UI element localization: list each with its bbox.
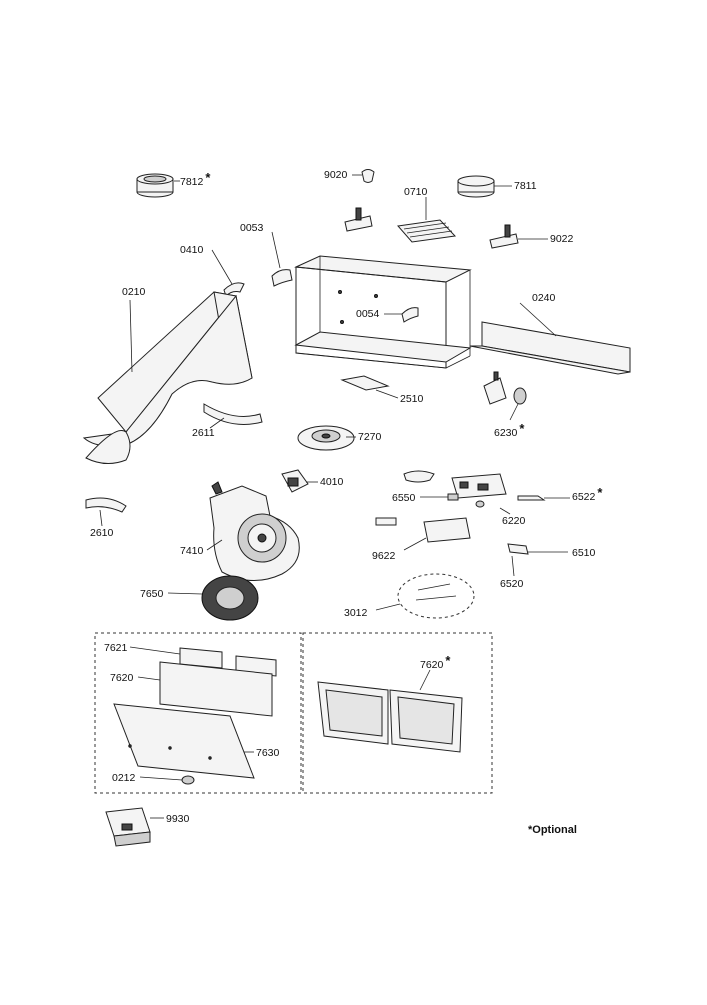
label-0212: 0212 (112, 772, 136, 784)
label-7811: 7811 (514, 180, 537, 192)
label-2610: 2610 (90, 527, 114, 539)
part-6522-lamp (517, 495, 570, 501)
label-9020: 9020 (324, 169, 348, 181)
part-7812-collar (136, 173, 180, 198)
compartment-right (302, 632, 493, 794)
optional-asterisk: * (445, 653, 451, 668)
label-7650: 7650 (140, 588, 164, 600)
label-6522: 6522* (572, 485, 603, 503)
part-0240-panel (469, 302, 631, 375)
part-9020-clip (352, 169, 375, 183)
label-7620-optional: 7620* (420, 653, 451, 671)
part-9930-box (105, 807, 164, 847)
label-9622: 9622 (372, 550, 396, 562)
part-6220-module (403, 470, 511, 515)
label-0710: 0710 (404, 186, 428, 198)
label-0410: 0410 (180, 244, 204, 256)
label-0054: 0054 (356, 308, 380, 320)
part-0053-bracket (271, 231, 293, 287)
label-2510: 2510 (400, 393, 424, 405)
part-0410-clip (211, 249, 245, 297)
label-6520: 6520 (500, 578, 524, 590)
part-7620-grease-filters (317, 669, 463, 753)
part-7410-blower (206, 481, 300, 582)
part-6510-lamp (507, 543, 568, 577)
part-2611-strip (203, 403, 263, 429)
part-7650-filter (167, 575, 259, 621)
part-2610-strip (85, 497, 127, 527)
optional-legend: *Optional (528, 824, 577, 836)
label-9022: 9022 (550, 233, 574, 245)
part-9022-bracket (489, 224, 548, 249)
label-7812: 7812* (180, 170, 211, 188)
label-7621: 7621 (104, 642, 128, 654)
part-0212-screw (139, 775, 195, 785)
part-bracket-left (344, 207, 373, 232)
part-0710-grille (397, 197, 457, 243)
label-6230: 6230* (494, 421, 525, 439)
part-6230-bracket (483, 371, 527, 421)
part-9622-cable (375, 517, 471, 551)
label-6550: 6550 (392, 492, 416, 504)
part-3012-kit (375, 573, 475, 619)
label-2611: 2611 (192, 427, 215, 439)
optional-asterisk: * (205, 170, 211, 185)
part-7811-flange (457, 175, 512, 198)
part-0210-chimney (82, 291, 253, 464)
part-hood-frame (294, 255, 472, 369)
label-0240: 0240 (532, 292, 556, 304)
part-6550-switch (420, 493, 459, 501)
part-7270-disc (297, 425, 356, 451)
part-7630-cover (113, 703, 255, 779)
part-7620-carbon-pad (137, 661, 273, 717)
part-2510-plate (340, 375, 399, 399)
label-4010: 4010 (320, 476, 344, 488)
label-0053: 0053 (240, 222, 264, 234)
label-6510: 6510 (572, 547, 596, 559)
label-7630: 7630 (256, 747, 280, 759)
part-0054-clip (384, 307, 419, 323)
label-7410: 7410 (180, 545, 204, 557)
label-7270: 7270 (358, 431, 382, 443)
part-4010-capacitor (281, 469, 318, 493)
label-7620: 7620 (110, 672, 134, 684)
compartment-left (94, 632, 302, 794)
label-9930: 9930 (166, 813, 190, 825)
label-0210: 0210 (122, 286, 146, 298)
label-6220: 6220 (502, 515, 526, 527)
optional-asterisk: * (597, 485, 603, 500)
optional-asterisk: * (519, 421, 525, 436)
label-3012: 3012 (344, 607, 368, 619)
